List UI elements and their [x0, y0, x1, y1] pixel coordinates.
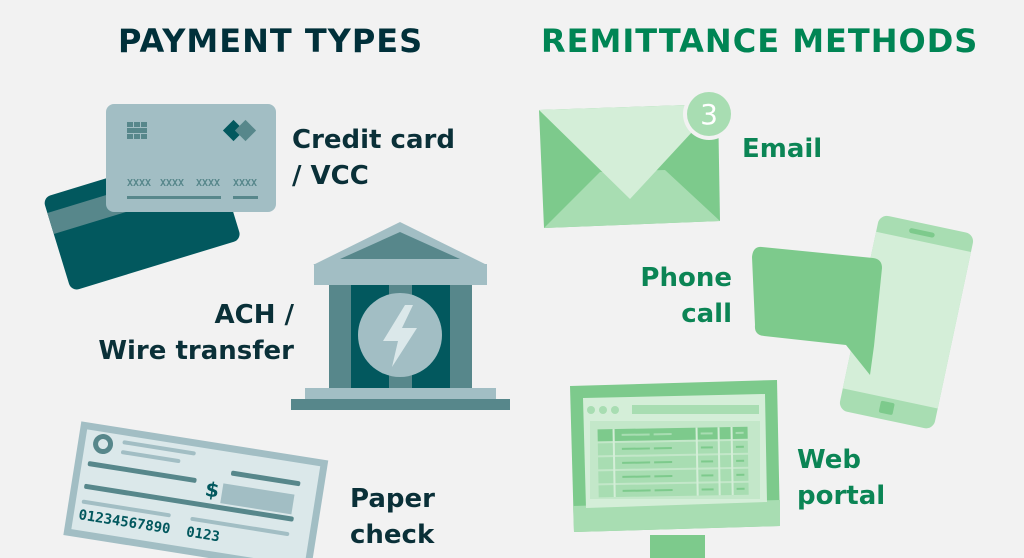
remittance-methods-heading: REMITTANCE METHODS [541, 22, 979, 60]
monitor-table-icon [570, 380, 780, 558]
dollar-sign: $ [203, 477, 221, 503]
bank-lightning-icon [291, 222, 510, 410]
card-number-group: XXXX [233, 178, 257, 189]
web-portal-label: Web portal [797, 445, 886, 511]
phone-call-label: Phone call [640, 263, 732, 329]
payment-types-heading: PAYMENT TYPES [118, 22, 424, 60]
check-number: 0123 [185, 524, 221, 545]
card-number-group: XXXX [160, 178, 184, 189]
ach-wire-label: ACH / Wire transfer [98, 300, 294, 366]
envelope-icon: 3 [539, 88, 735, 228]
phone-chat-icon [752, 215, 974, 429]
email-label: Email [742, 134, 823, 164]
card-number-group: XXXX [196, 178, 220, 189]
unread-count-badge: 3 [700, 98, 718, 131]
credit-card-label: Credit card / VCC [292, 125, 455, 191]
card-number-group: XXXX [127, 178, 151, 189]
paper-check-icon: $ 01234567890 0123 [63, 421, 329, 558]
credit-card-icon: XXXX XXXX XXXX XXXX [44, 104, 276, 290]
paper-check-label: Paper check [350, 484, 435, 550]
